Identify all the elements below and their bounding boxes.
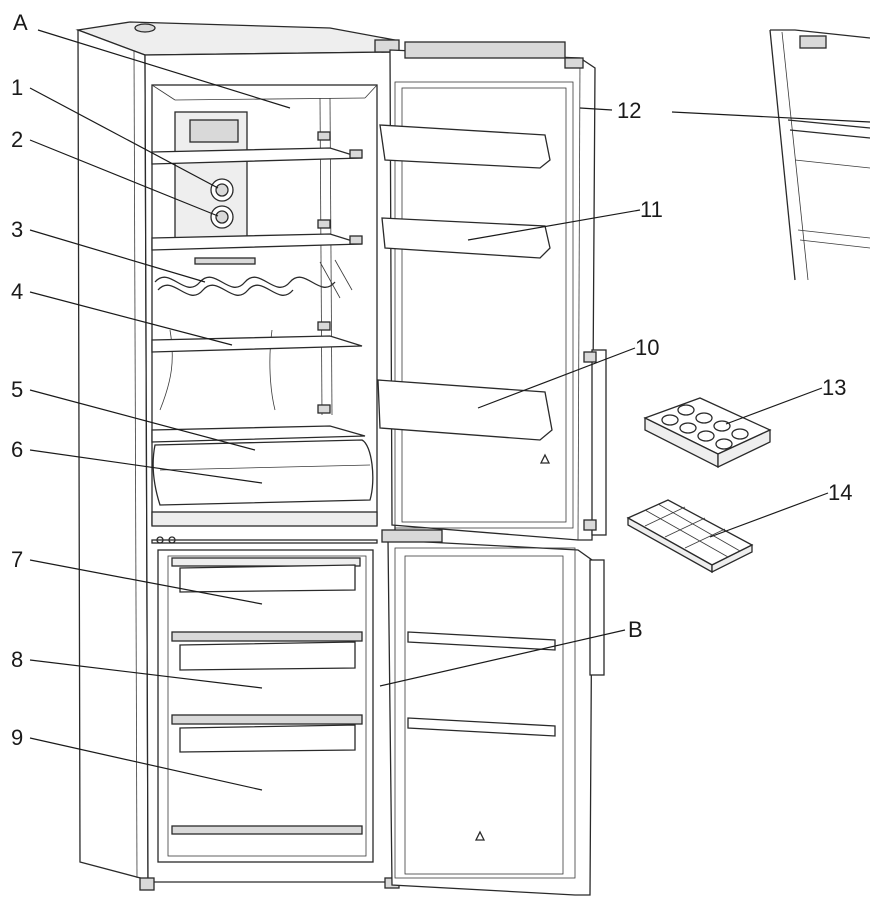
- label-7: 7: [11, 547, 23, 572]
- egg-tray: [643, 397, 772, 469]
- leader-6: [29, 449, 263, 484]
- leader-B: [379, 629, 626, 687]
- label-10: 10: [635, 335, 659, 360]
- label-14: 14: [828, 480, 852, 505]
- label-4: 4: [11, 279, 23, 304]
- leader-11: [467, 209, 641, 241]
- callout-labels: A 1 2 3 4 5 6 7 8 9 10 11 12 13 14 B: [11, 10, 852, 750]
- leader-13: [725, 387, 823, 425]
- leader-5: [29, 389, 256, 451]
- label-13: 13: [822, 375, 846, 400]
- label-12: 12: [617, 98, 641, 123]
- wine-rack: [154, 257, 353, 299]
- leader-2: [29, 139, 219, 217]
- leader-3: [29, 229, 206, 283]
- leader-lines: [29, 29, 870, 791]
- fridge-compartment: [151, 84, 378, 527]
- fridge-door: [377, 41, 607, 541]
- leader-14: [709, 492, 829, 538]
- label-1: 1: [11, 75, 23, 100]
- leader-10: [477, 347, 636, 409]
- leader-12b: [579, 107, 613, 111]
- freezer-compartment: [151, 536, 378, 863]
- label-6: 6: [11, 437, 23, 462]
- leader-4: [29, 291, 233, 346]
- leader-7: [29, 559, 263, 605]
- label-5: 5: [11, 377, 23, 402]
- label-8: 8: [11, 647, 23, 672]
- ice-tray: [626, 499, 754, 574]
- label-2: 2: [11, 127, 23, 152]
- label-3: 3: [11, 217, 23, 242]
- door-detail-inset: [769, 29, 870, 281]
- label-A: A: [13, 10, 28, 35]
- leader-8: [29, 659, 263, 689]
- label-9: 9: [11, 725, 23, 750]
- leader-A: [37, 29, 291, 109]
- freezer-door: [381, 529, 605, 896]
- label-11: 11: [640, 197, 663, 222]
- leader-9: [29, 737, 263, 791]
- label-B: B: [628, 617, 643, 642]
- leader-1: [29, 87, 219, 189]
- leader-12: [671, 111, 870, 123]
